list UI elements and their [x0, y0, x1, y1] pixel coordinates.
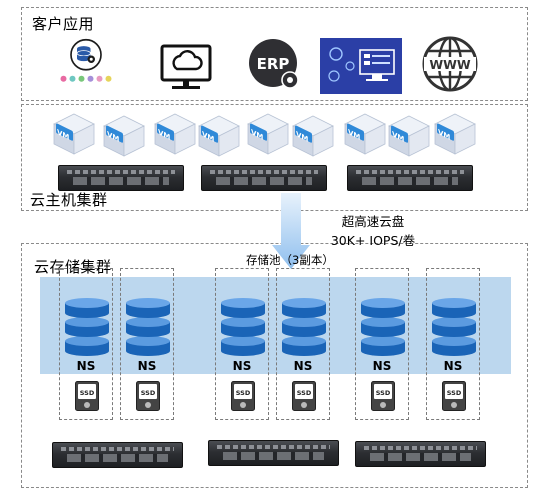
node-label: NS — [443, 359, 463, 373]
node-label: NS — [76, 359, 96, 373]
www-globe-icon: WWW — [420, 36, 480, 91]
client-apps-title: 客户应用 — [32, 15, 95, 33]
storage-cluster-title: 云存储集群 — [34, 258, 112, 276]
storage-node: NS SSD — [355, 268, 409, 420]
cloud-disk-callout: 超高速云盘 30K+ IOPS/卷 — [318, 212, 428, 250]
node-label: NS — [372, 359, 392, 373]
disk-stack-icon — [431, 297, 477, 357]
storage-server-1 — [52, 442, 183, 468]
compute-cluster-title: 云主机集群 — [30, 191, 108, 209]
erp-icon-label: ERP — [257, 55, 290, 73]
compute-server-1 — [58, 165, 184, 191]
node-label: NS — [232, 359, 252, 373]
node-label: NS — [293, 359, 313, 373]
storage-node: NS SSD — [120, 268, 174, 420]
vm-cube-icon: VM — [291, 114, 335, 158]
disk-stack-icon — [220, 297, 266, 357]
storage-node: NS SSD — [215, 268, 269, 420]
ssd-label: SSD — [236, 389, 251, 397]
ssd-icon: SSD — [442, 381, 466, 411]
vm-cube-icon: VM — [246, 112, 290, 156]
compute-server-2 — [201, 165, 327, 191]
dashboard-icon — [320, 37, 402, 94]
vm-cube-icon: VM — [343, 112, 387, 156]
ssd-label: SSD — [376, 389, 391, 397]
ssd-icon: SSD — [75, 381, 99, 411]
www-icon-label: WWW — [429, 57, 471, 72]
database-gear-icon — [56, 32, 116, 87]
ssd-icon: SSD — [371, 381, 395, 411]
vm-cube-icon: VM — [433, 112, 477, 156]
node-label: NS — [137, 359, 157, 373]
ssd-label: SSD — [447, 389, 462, 397]
storage-node: NS SSD — [59, 268, 113, 420]
callout-line-1: 超高速云盘 — [341, 214, 405, 229]
disk-stack-icon — [281, 297, 327, 357]
ssd-label: SSD — [80, 389, 95, 397]
storage-server-3 — [355, 441, 486, 467]
vm-cube-icon: VM — [52, 112, 96, 156]
storage-pool-title: 存储池（3副本） — [246, 253, 334, 267]
erp-icon: ERP — [245, 37, 305, 92]
cloud-monitor-icon — [156, 40, 216, 95]
ssd-label: SSD — [141, 389, 156, 397]
storage-node: NS SSD — [426, 268, 480, 420]
disk-stack-icon — [125, 297, 171, 357]
client-apps-group — [21, 7, 528, 101]
ssd-icon: SSD — [292, 381, 316, 411]
down-arrow-icon — [272, 193, 310, 269]
vm-cube-icon: VM — [197, 114, 241, 158]
compute-server-3 — [347, 165, 473, 191]
storage-node: NS SSD — [276, 268, 330, 420]
ssd-icon: SSD — [231, 381, 255, 411]
storage-cluster-group — [21, 243, 528, 488]
disk-stack-icon — [360, 297, 406, 357]
ssd-icon: SSD — [136, 381, 160, 411]
callout-line-2: 30K+ IOPS/卷 — [330, 233, 416, 248]
disk-stack-icon — [64, 297, 110, 357]
compute-cluster-group — [21, 104, 528, 211]
ssd-label: SSD — [297, 389, 312, 397]
storage-server-2 — [208, 440, 339, 466]
vm-cube-icon: VM — [387, 114, 431, 158]
vm-cube-icon: VM — [102, 114, 146, 158]
vm-cube-icon: VM — [153, 112, 197, 156]
